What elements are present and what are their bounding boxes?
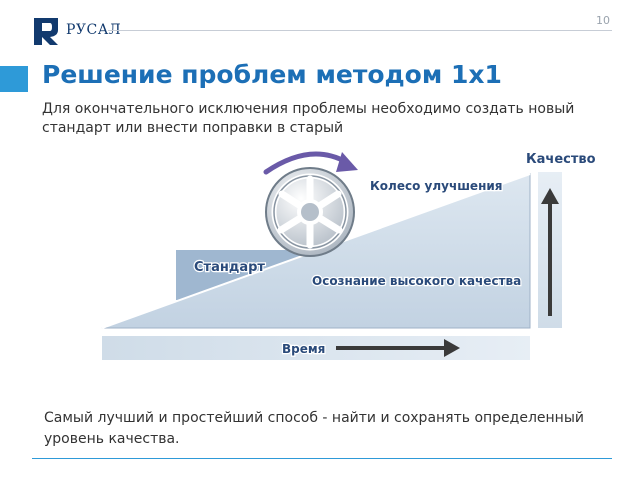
improvement-wheel bbox=[265, 167, 355, 257]
logo-text: РУСАЛ bbox=[66, 22, 122, 38]
quality-label: Качество bbox=[526, 152, 596, 167]
page-number: 10 bbox=[596, 14, 610, 27]
title-accent-bar bbox=[0, 66, 28, 92]
awareness-label: Осознание высокого качества bbox=[312, 274, 521, 288]
header-rule bbox=[108, 30, 612, 31]
conclusion-text: Самый лучший и простейший способ - найти… bbox=[44, 410, 584, 447]
quality-arrow-head bbox=[541, 188, 559, 204]
wheel-rotation-arrowhead bbox=[336, 152, 358, 172]
slide-title: Решение проблем методом 1x1 bbox=[42, 60, 502, 89]
improvement-diagram: Качество Колесо улучшения Стандарт Осозн… bbox=[101, 151, 597, 360]
rusal-logo bbox=[32, 16, 60, 46]
standard-label: Стандарт bbox=[194, 260, 265, 275]
time-arrow-head bbox=[444, 339, 460, 357]
wheel-label: Колесо улучшения bbox=[370, 179, 502, 193]
wheel-rotation-arrow bbox=[263, 151, 349, 175]
time-label: Время bbox=[282, 342, 325, 356]
slide-subtitle: Для окончательного исключения проблемы н… bbox=[42, 101, 575, 136]
footer-rule bbox=[32, 458, 612, 459]
